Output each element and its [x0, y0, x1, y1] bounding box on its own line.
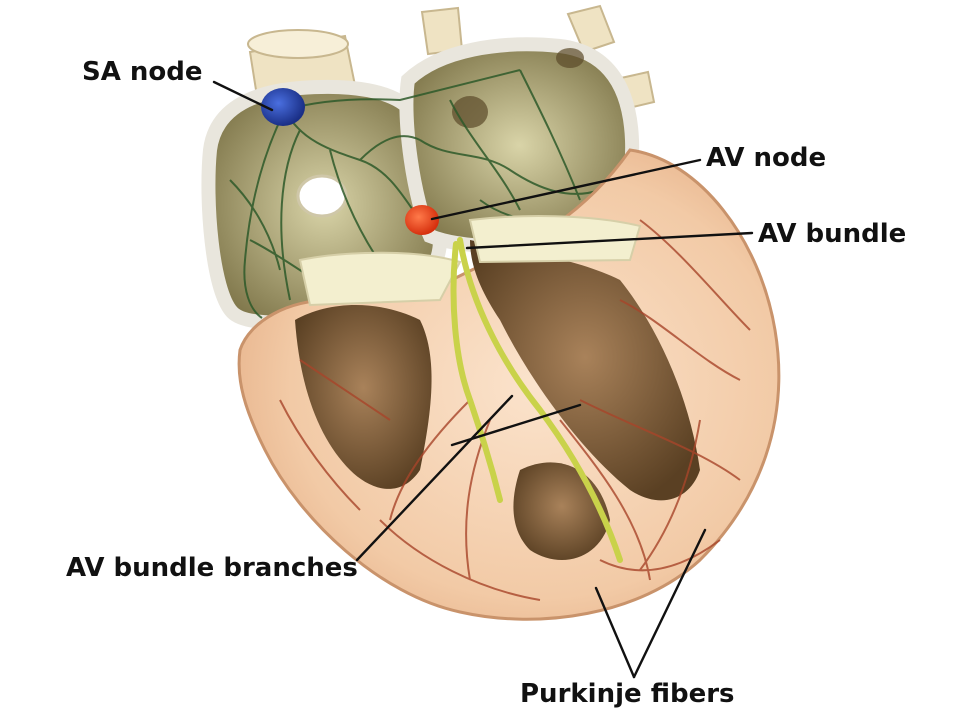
right-ventricle-cavity — [295, 305, 432, 489]
bundle-right-branch — [450, 241, 503, 503]
av-node-label: AV node — [706, 143, 826, 173]
av-bundle-branches-leader-1 — [355, 394, 514, 562]
purkinje-network — [279, 219, 751, 601]
av-bundle-system — [450, 237, 623, 563]
leader-lines — [212, 80, 754, 679]
av-bundle-label: AV bundle — [758, 219, 906, 249]
purkinje-fibers-label: Purkinje fibers — [520, 679, 735, 709]
left-ventricle-cavity — [470, 240, 700, 501]
purkinje-fibers-leader-2 — [632, 528, 707, 679]
av-bundle-branches-label: AV bundle branches — [66, 553, 358, 583]
bundle-left-branch — [457, 237, 623, 563]
av-node-leader — [430, 158, 702, 221]
left-valve-region — [468, 215, 642, 264]
av-bundle-leader — [465, 231, 754, 250]
svc-opening — [247, 29, 349, 59]
sa-node-leader — [212, 80, 274, 112]
av-valve-region — [298, 251, 462, 307]
av-bundle-branches-leader-2 — [450, 403, 582, 447]
sa-node — [261, 88, 305, 126]
av-node — [405, 205, 439, 235]
purkinje-fibers-leader-1 — [594, 586, 636, 679]
ivc-opening — [296, 174, 348, 218]
pulmonary-opening-2 — [556, 48, 584, 68]
aortic-arch-branch-2 — [566, 4, 616, 54]
sa-node-label: SA node — [82, 57, 203, 87]
